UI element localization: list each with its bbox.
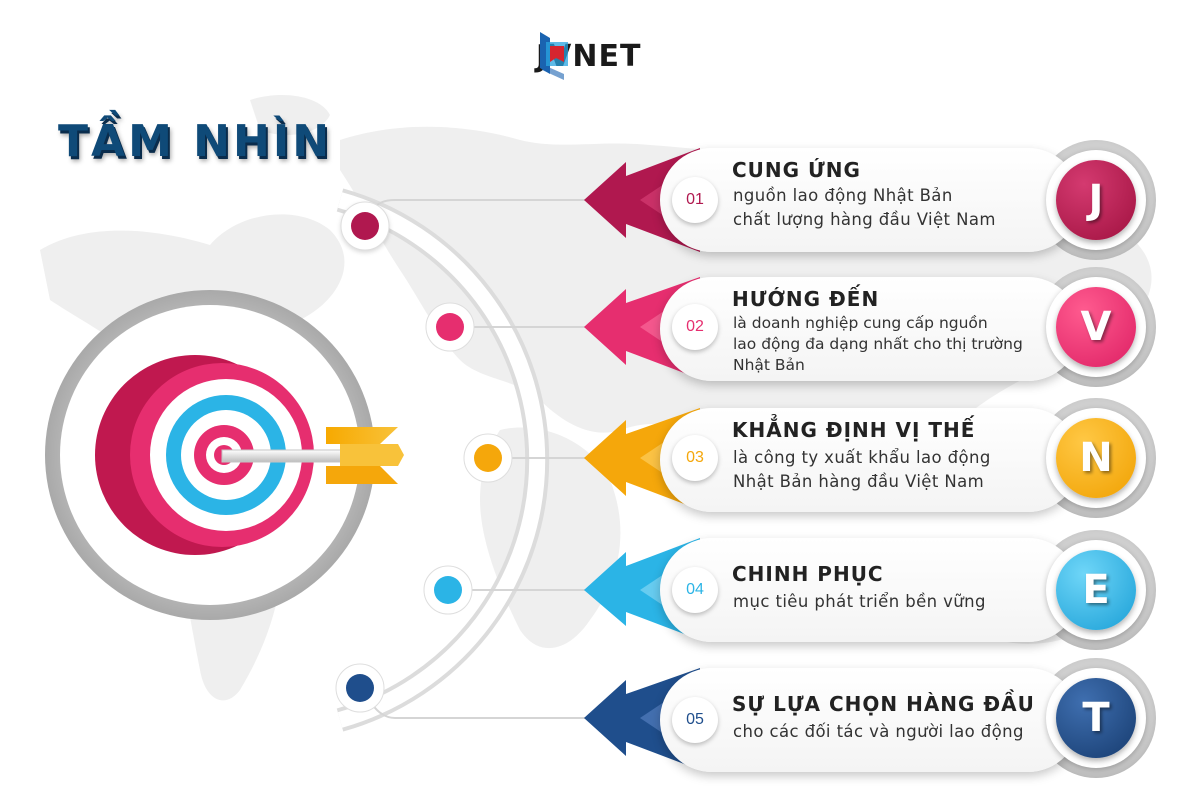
vision-card-05	[660, 668, 1080, 772]
letter-badge-v: V	[1056, 287, 1136, 367]
dot-04	[434, 576, 462, 604]
dot-03	[474, 444, 502, 472]
item-title: HƯỚNG ĐẾN	[732, 287, 880, 311]
item-number: 01	[672, 177, 718, 223]
item-number: 05	[672, 697, 718, 743]
item-description: mục tiêu phát triển bền vững	[733, 592, 986, 611]
item-title: SỰ LỰA CHỌN HÀNG ĐẦU	[732, 692, 1035, 716]
item-title: KHẲNG ĐỊNH VỊ THẾ	[732, 418, 976, 442]
brand-logo-icon	[540, 32, 568, 80]
dot-05	[346, 674, 374, 702]
dot-01	[351, 212, 379, 240]
item-number: 03	[672, 435, 718, 481]
vision-card-01	[660, 148, 1080, 252]
item-title: CHINH PHỤC	[732, 562, 884, 586]
arc	[337, 192, 546, 728]
vision-card-03	[660, 408, 1080, 512]
item-description: cho các đối tác và người lao động	[733, 722, 1024, 741]
brand-logo: JVNET	[536, 28, 641, 84]
letter-badge-j: J	[1056, 160, 1136, 240]
item-title: CUNG ỨNG	[732, 158, 861, 182]
page-title: TẦM NHÌN	[58, 116, 333, 167]
letter-badge-n: N	[1056, 418, 1136, 498]
vision-card-02	[660, 277, 1080, 381]
arc-dots	[335, 201, 513, 713]
letter-badge-e: E	[1056, 550, 1136, 630]
dot-02	[436, 313, 464, 341]
item-number: 02	[672, 304, 718, 350]
arrow-icon	[221, 427, 404, 484]
item-number: 04	[672, 567, 718, 613]
vision-card-04	[660, 538, 1080, 642]
letter-badge-t: T	[1056, 678, 1136, 758]
